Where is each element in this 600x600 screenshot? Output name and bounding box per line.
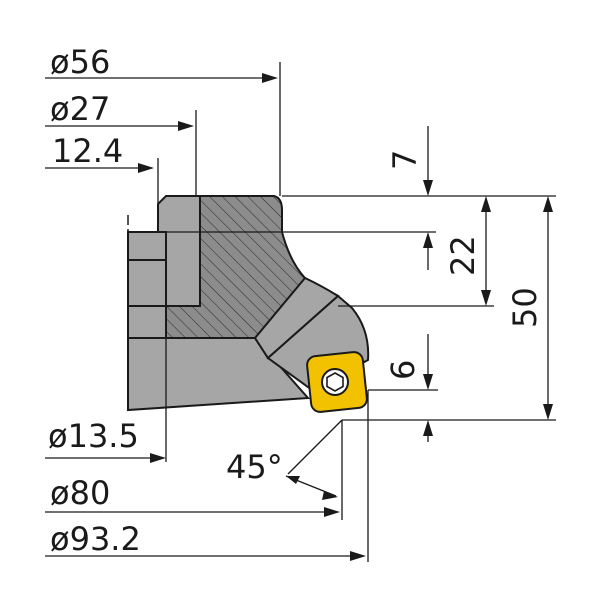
label-angle-45: 45° — [226, 448, 283, 486]
label-50: 50 — [506, 287, 544, 328]
label-d56: ø56 — [50, 43, 110, 81]
bore-block-upper — [127, 231, 167, 261]
label-12-4: 12.4 — [52, 132, 123, 170]
dim-d56: ø56 — [45, 43, 281, 196]
label-22: 22 — [444, 235, 482, 276]
insert — [306, 351, 368, 413]
dim-7: 7 — [386, 126, 433, 270]
label-7: 7 — [386, 150, 424, 170]
dim-22: 22 — [444, 196, 491, 306]
dim-50: 50 — [506, 196, 553, 420]
label-d13-5: ø13.5 — [48, 417, 139, 455]
cutter-body — [127, 195, 370, 412]
dim-angle-45: 45° — [226, 419, 343, 500]
insert-screw-hex — [326, 372, 344, 392]
dim-12-4: 12.4 — [45, 132, 159, 204]
bore-block-lower — [127, 305, 167, 339]
dim-6: 6 — [384, 334, 433, 442]
label-d80: ø80 — [50, 474, 110, 512]
dim-d93-2: ø93.2 — [45, 390, 369, 562]
label-6: 6 — [384, 360, 422, 380]
dim-d80: ø80 — [45, 420, 343, 520]
label-d93-2: ø93.2 — [50, 520, 141, 558]
label-d27: ø27 — [50, 90, 110, 128]
dim-d13-5: ø13.5 — [45, 338, 167, 463]
dim-d27: ø27 — [45, 90, 197, 196]
